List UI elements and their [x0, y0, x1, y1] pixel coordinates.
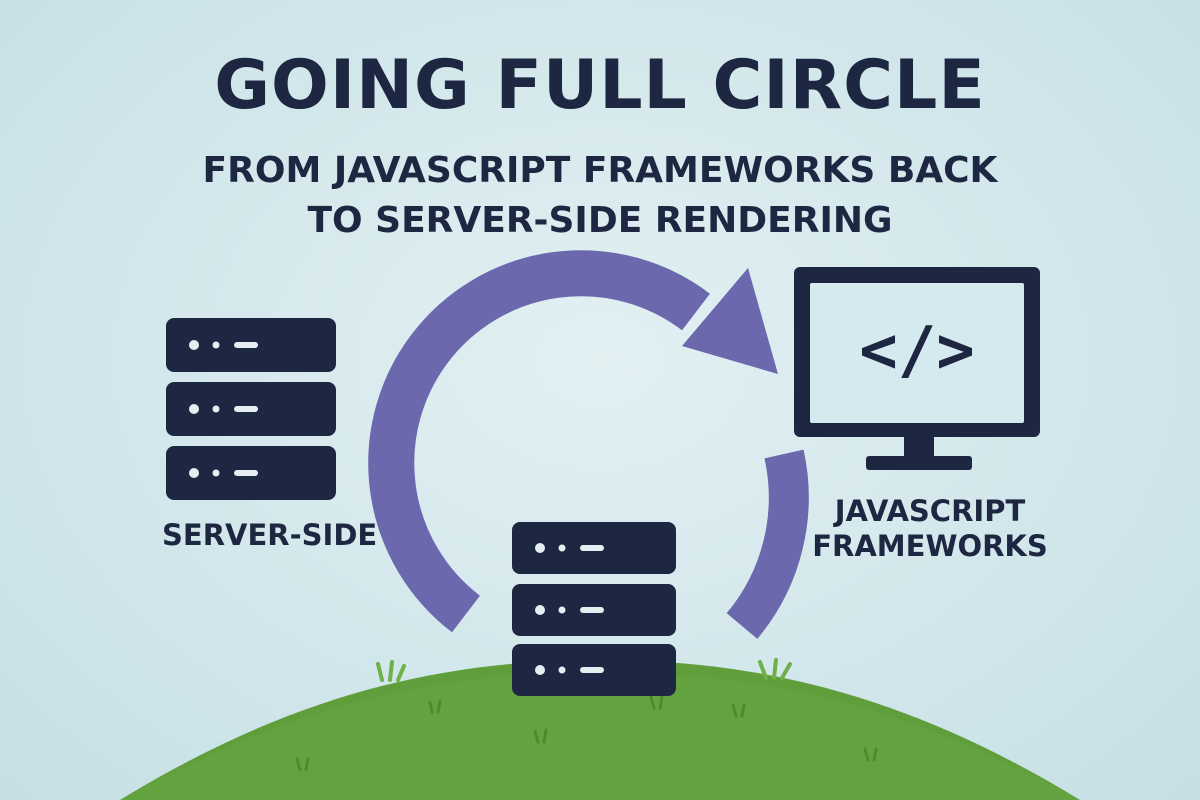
page-subtitle: FROM JAVASCRIPT FRAMEWORKS BACK TO SERVE…	[0, 146, 1200, 246]
subtitle-line-1: FROM JAVASCRIPT FRAMEWORKS BACK	[202, 150, 998, 191]
code-glyph: </>	[859, 314, 975, 388]
javascript-frameworks-label: JAVASCRIPT FRAMEWORKS	[800, 494, 1060, 564]
page-title: GOING FULL CIRCLE	[214, 46, 986, 125]
monitor-code-icon: </>	[794, 267, 1040, 470]
server-stack-left-icon	[166, 318, 336, 500]
hill	[120, 658, 1080, 800]
subtitle-line-2: TO SERVER-SIDE RENDERING	[307, 200, 893, 241]
js-label-line-2: FRAMEWORKS	[812, 528, 1048, 563]
server-stack-center-icon	[512, 522, 676, 696]
cycle-arrow-icon	[368, 250, 809, 639]
server-side-label: SERVER-SIDE	[162, 518, 378, 552]
js-label-line-1: JAVASCRIPT	[834, 494, 1026, 528]
